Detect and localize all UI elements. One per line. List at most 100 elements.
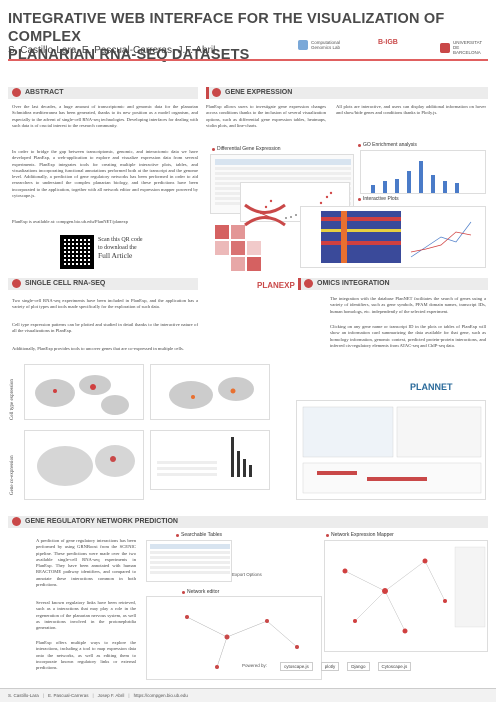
tsne-plot-3 [24, 430, 144, 500]
abstract-heading-text: Abstract [25, 89, 64, 96]
vlabel-coexpression: Gene co-expression [10, 455, 15, 495]
gene-expression-heading: Gene expression [212, 88, 292, 97]
gene-expression-heading-text: Gene expression [225, 89, 293, 96]
cgl-logo-icon [298, 40, 308, 50]
grn-p2: Several known regulatory links have been… [36, 600, 136, 631]
partner-cytoscape: cytoscape.js [280, 662, 313, 671]
partner-cytoscapejs: Cytoscape.js [377, 662, 412, 671]
gene-expression-p1: PlanExp allows users to investigate gene… [206, 104, 326, 128]
network-icon [12, 517, 21, 526]
bullet-icon [182, 590, 185, 594]
powered-by-label: Powered by: [242, 663, 268, 668]
single-cell-heading-text: Single cell RNA-seq [25, 280, 106, 287]
fig-label-expression-mapper: Network Expression Mapper [326, 532, 394, 538]
fig-label-dge: Differential Gene Expression [212, 146, 281, 152]
abstract-p2: In order to bridge the gap between trans… [12, 149, 198, 199]
fig-label-network-editor: Network editor [182, 589, 219, 595]
title-divider [8, 59, 488, 61]
heatmap-graphic [321, 211, 472, 263]
abstract-p1: Over the last decades, a huge amount of … [12, 104, 198, 128]
omics-card-screenshot [296, 400, 486, 500]
grn-p1: A prediction of gene regulatory interact… [36, 538, 136, 588]
fig-label-expression-mapper-text: Network Expression Mapper [331, 532, 394, 538]
omics-header-bar [298, 278, 488, 290]
cgl-logo: Computational Genomics Lab [298, 40, 351, 50]
single-cell-header-bar [8, 278, 198, 290]
searchable-table-graphic [150, 544, 230, 574]
fig-label-go: GO Enrichment analysis [358, 142, 417, 148]
single-cell-p3: Additionally, PlanExp provides tools to … [12, 346, 184, 351]
bullet-icon [176, 533, 179, 537]
omics-p2: Clicking on any gene name or transcript … [330, 324, 486, 348]
coexpression-screenshot [150, 430, 270, 490]
omics-heading-text: Omics integration [317, 280, 390, 287]
grn-header-bar [8, 516, 488, 528]
single-cell-p2: Cell type expression patterns can be plo… [12, 322, 198, 334]
bullet-icon [358, 197, 361, 201]
single-cell-heading: Single cell RNA-seq [12, 279, 105, 288]
planexp-wordmark: PLANEXP [257, 281, 295, 290]
ub-logo-icon [440, 42, 450, 53]
tsne-plot-2 [150, 364, 270, 420]
grn-heading: Gene regulatory network prediction [12, 517, 178, 526]
vlabel-cell-type: Cell type expression [10, 379, 15, 420]
fig-label-interactive: Interactive Plots [358, 196, 399, 202]
qr-caption: Scan this QR code to download the Full A… [98, 236, 143, 260]
fig-label-dge-text: Differential Gene Expression [217, 146, 281, 152]
planexp-logo-graphic [215, 203, 286, 271]
title-line-1: Integrative web interface for the visual… [8, 11, 445, 45]
igb-logo: B-IGB [378, 39, 398, 46]
abstract-header-bar [8, 87, 198, 99]
cgl-logo-text: Computational Genomics Lab [311, 40, 341, 50]
ub-logo: UNIVERSITAT DE BARCELONA [440, 40, 485, 55]
ub-logo-text: UNIVERSITAT DE BARCELONA [453, 40, 483, 55]
abstract-heading: Abstract [12, 88, 64, 97]
omics-p1: The integration with the database PlanNE… [330, 296, 486, 314]
planexp-logo: PLANEXP [205, 195, 301, 291]
single-cell-p1: Two single-cell RNA-seq experiments have… [12, 298, 198, 310]
plannet-logo: PLANNET [410, 382, 453, 392]
partner-django: Django [347, 662, 370, 671]
partner-plotly: plotly [320, 662, 340, 671]
expression-mapper-screenshot [324, 540, 488, 652]
dna-icon [212, 88, 221, 97]
fig-label-interactive-text: Interactive Plots [363, 196, 399, 202]
partner-logos: cytoscape.js plotly Django Cytoscape.js [280, 662, 412, 671]
fig-label-network-editor-text: Network editor [187, 589, 220, 595]
expression-mapper-graphic [342, 546, 486, 634]
bullet-icon [358, 143, 361, 147]
omics-heading: Omics integration [304, 279, 390, 288]
footer-author-3: Josep F. Abril [97, 693, 125, 698]
cell-icon [12, 279, 21, 288]
go-enrichment-screenshot [360, 150, 486, 194]
fig-label-go-text: GO Enrichment analysis [363, 142, 417, 148]
grn-heading-text: Gene regulatory network prediction [25, 518, 178, 525]
qr-line-1: Scan this QR code [98, 237, 143, 243]
abstract-p3[interactable]: PlanExp is available at: compgen.bio.ub.… [12, 219, 128, 224]
tsne-graphic-2 [169, 377, 254, 409]
tsne-plot-1 [24, 364, 144, 420]
qr-line-3: Full Article [98, 251, 133, 260]
qr-code[interactable] [60, 235, 94, 269]
omics-icon [304, 279, 313, 288]
grn-p3: PlanExp offers multiple ways to explore … [36, 640, 136, 671]
bullet-icon [326, 533, 329, 537]
interactive-plots-screenshot [300, 206, 486, 268]
tsne-graphic-1 [35, 375, 129, 415]
tsne-graphic-3 [37, 445, 135, 486]
info-icon [12, 88, 21, 97]
gene-expression-header-bar [206, 87, 488, 99]
fig-label-searchable-tables-text: Searchable Tables [181, 532, 223, 538]
footer-url[interactable]: https://compgen.bio.ub.edu [133, 693, 188, 698]
authors: S. Castillo-Lara, E. Pascual-Carreras, J… [8, 45, 216, 56]
network-editor-graphic [185, 615, 299, 669]
searchable-table-screenshot [146, 540, 232, 582]
footer-author-1: S. Castillo-Lara [8, 693, 39, 698]
omics-card-graphic [302, 406, 482, 494]
footer: S. Castillo-Lara | E. Pascual-Carreras |… [0, 688, 496, 702]
gene-expression-p2: All plots are interactive, and users can… [336, 104, 486, 116]
export-options-label: Export Options [232, 572, 262, 577]
go-graphic [371, 161, 459, 193]
coexpression-graphic [157, 437, 252, 477]
igb-logo-text: B-IGB [378, 39, 398, 46]
